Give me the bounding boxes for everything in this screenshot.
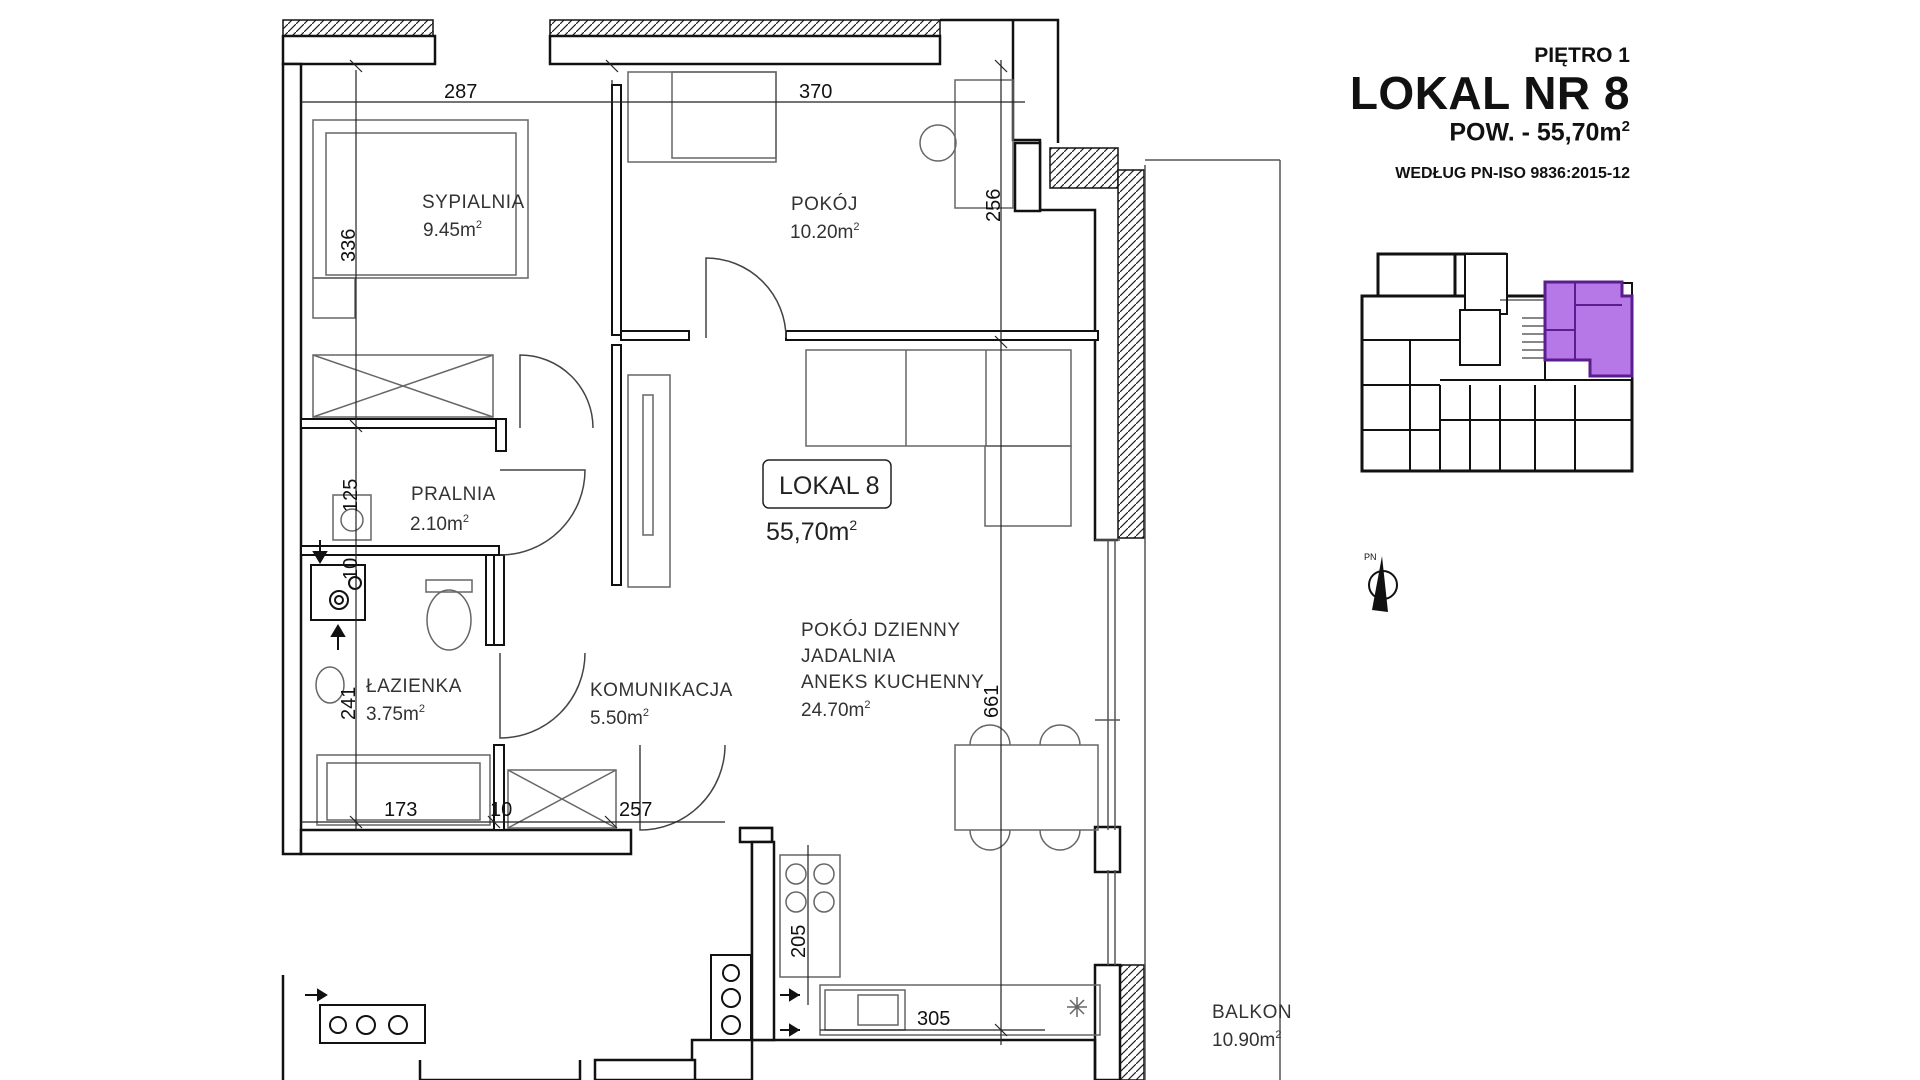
dim-205: 205 [788,925,810,958]
dimension-labels: 287 370 336 256 125 10 241 173 10 257 66… [338,81,1005,1030]
dim-256: 256 [983,189,1005,222]
unit-area-label: POW. - 55,70m2 [1449,118,1630,147]
partitions [300,84,1099,831]
room-name-lazienka: ŁAZIENKA [366,676,462,697]
dim-305: 305 [917,1008,950,1030]
windows [1095,159,1281,1080]
room-labels: SYPIALNIA 9.45m2 POKÓJ 10.20m2 PRALNIA 2… [366,192,1292,1051]
dim-661: 661 [981,685,1003,718]
room-area-pralnia: 2.10m2 [410,513,469,535]
unit-area-text: POW. - 55,70m [1449,118,1622,147]
unit-area-sup: 2 [1621,118,1630,135]
room-area-pokoj: 10.20m2 [790,221,860,243]
key-plan-highlight-lokal-8 [1543,280,1634,378]
room-name-pokoj: POKÓJ [791,193,858,215]
dim-173: 173 [384,799,417,821]
room-area-dzienny: 24.70m2 [801,699,871,721]
measurement-standard: WEDŁUG PN-ISO 9836:2015-12 [1395,165,1630,182]
dim-336: 336 [338,229,360,262]
key-plan-stairs [1522,317,1545,359]
room-area-sypialnia: 9.45m2 [423,219,482,241]
unit-label: LOKAL 8 55,70m2 [762,459,892,546]
room-area-balkon: 10.90m2 [1212,1029,1282,1051]
insulation-hatch [282,19,1145,1080]
room-name-pralnia: PRALNIA [411,484,496,505]
room-area-lazienka: 3.75m2 [366,703,425,725]
floor-label: PIĘTRO 1 [1534,44,1630,67]
unit-label-area: 55,70m2 [766,517,857,546]
arrows [305,540,800,1037]
dim-257: 257 [619,799,652,821]
unit-title: LOKAL NR 8 [1349,67,1630,119]
dim-10a: 10 [340,558,362,580]
dim-10b: 10 [490,799,512,821]
dim-125: 125 [340,479,362,512]
room-name-dzienny-line3: ANEKS KUCHENNY [801,672,984,693]
doors [499,257,787,831]
dimension-lines [301,59,1045,1045]
dim-370: 370 [799,81,832,103]
room-area-komunikacja: 5.50m2 [590,707,649,729]
unit-label-name: LOKAL 8 [779,472,880,500]
room-name-komunikacja: KOMUNIKACJA [590,680,733,701]
room-name-balkon: BALKON [1212,1002,1292,1023]
furniture [312,71,1101,1036]
appliances [310,564,752,1044]
room-name-dzienny-line1: POKÓJ DZIENNY [801,619,961,641]
compass-label: PN [1364,552,1377,562]
room-name-dzienny-line2: JADALNIA [801,646,896,667]
dim-241: 241 [338,687,360,720]
dim-287: 287 [444,81,477,103]
room-name-sypialnia: SYPIALNIA [422,192,525,213]
compass-icon: PN [1364,552,1398,612]
